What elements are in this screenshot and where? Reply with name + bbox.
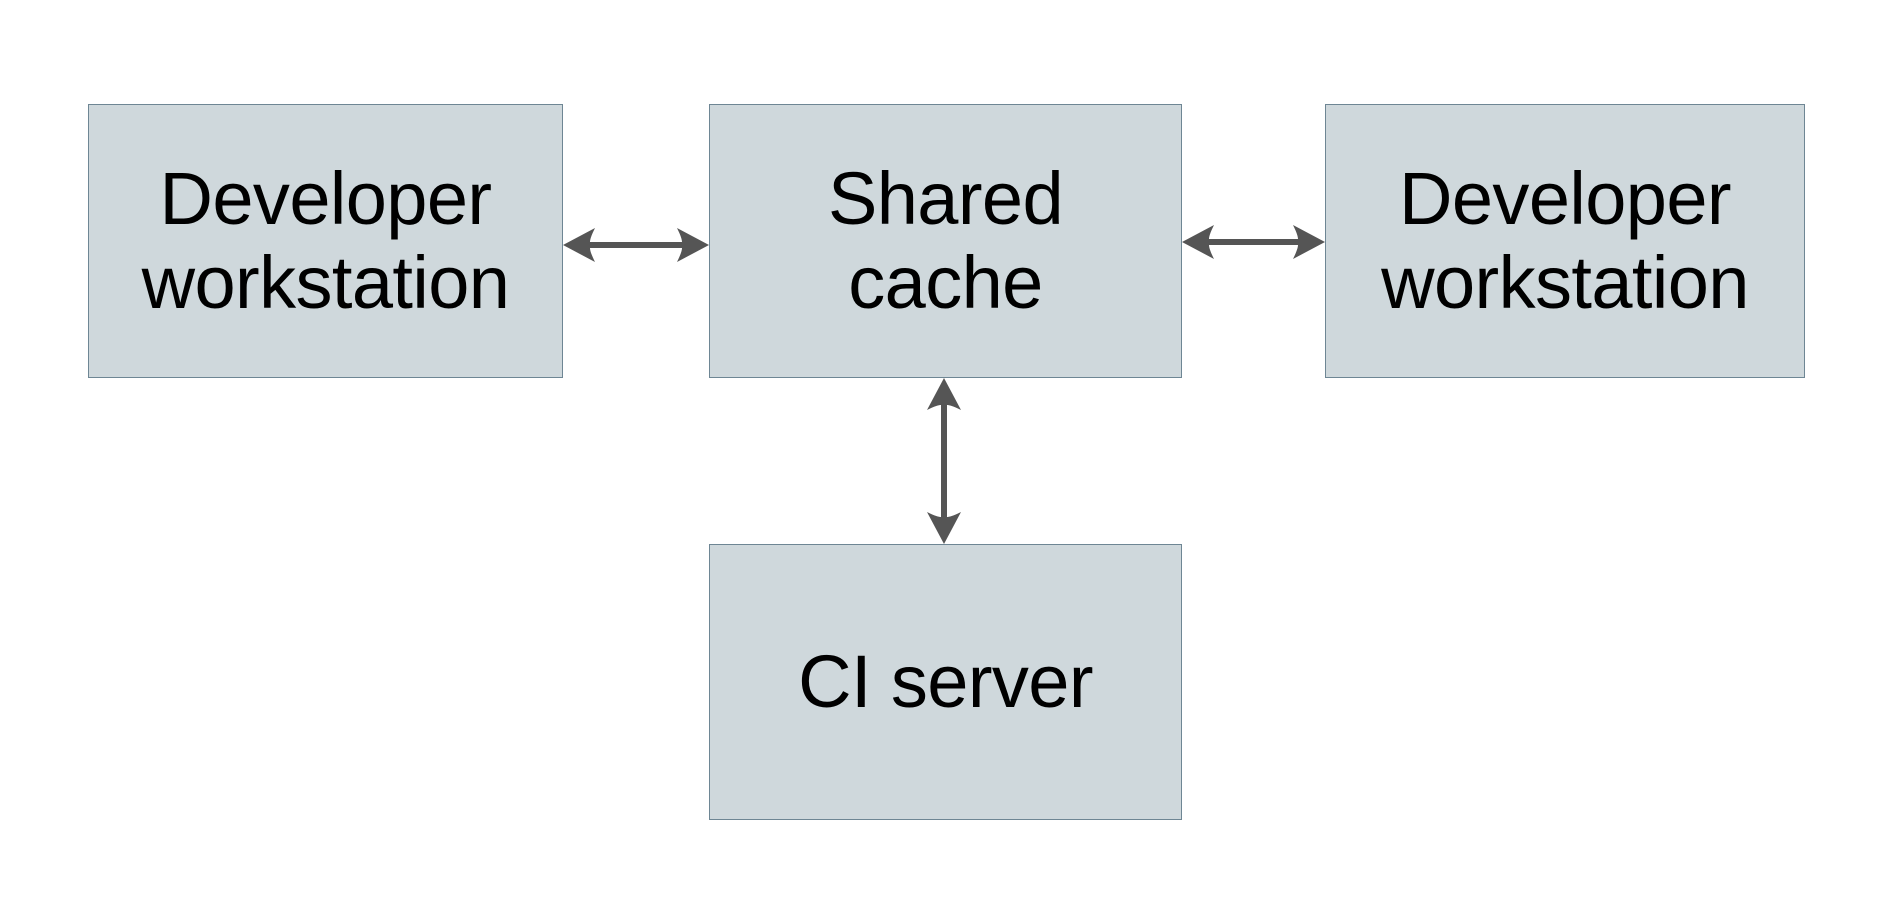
node-developer-workstation-right[interactable]: Developer workstation — [1325, 104, 1805, 378]
bidirectional-arrow-icon — [1182, 225, 1325, 259]
bidirectional-arrow-icon — [563, 228, 709, 262]
edge-shared-cache-to-developer-right[interactable] — [1180, 212, 1327, 272]
node-label: Shared cache — [827, 157, 1064, 324]
node-developer-workstation-left[interactable]: Developer workstation — [88, 104, 563, 378]
edge-shared-cache-to-ci-server[interactable] — [914, 376, 974, 546]
node-shared-cache[interactable]: Shared cache — [709, 104, 1182, 378]
node-ci-server[interactable]: CI server — [709, 544, 1182, 820]
node-label: CI server — [798, 640, 1093, 724]
edge-developer-left-to-shared-cache[interactable] — [561, 215, 711, 275]
node-label: Developer workstation — [141, 157, 510, 324]
bidirectional-arrow-icon — [927, 378, 961, 544]
node-label: Developer workstation — [1381, 157, 1749, 324]
